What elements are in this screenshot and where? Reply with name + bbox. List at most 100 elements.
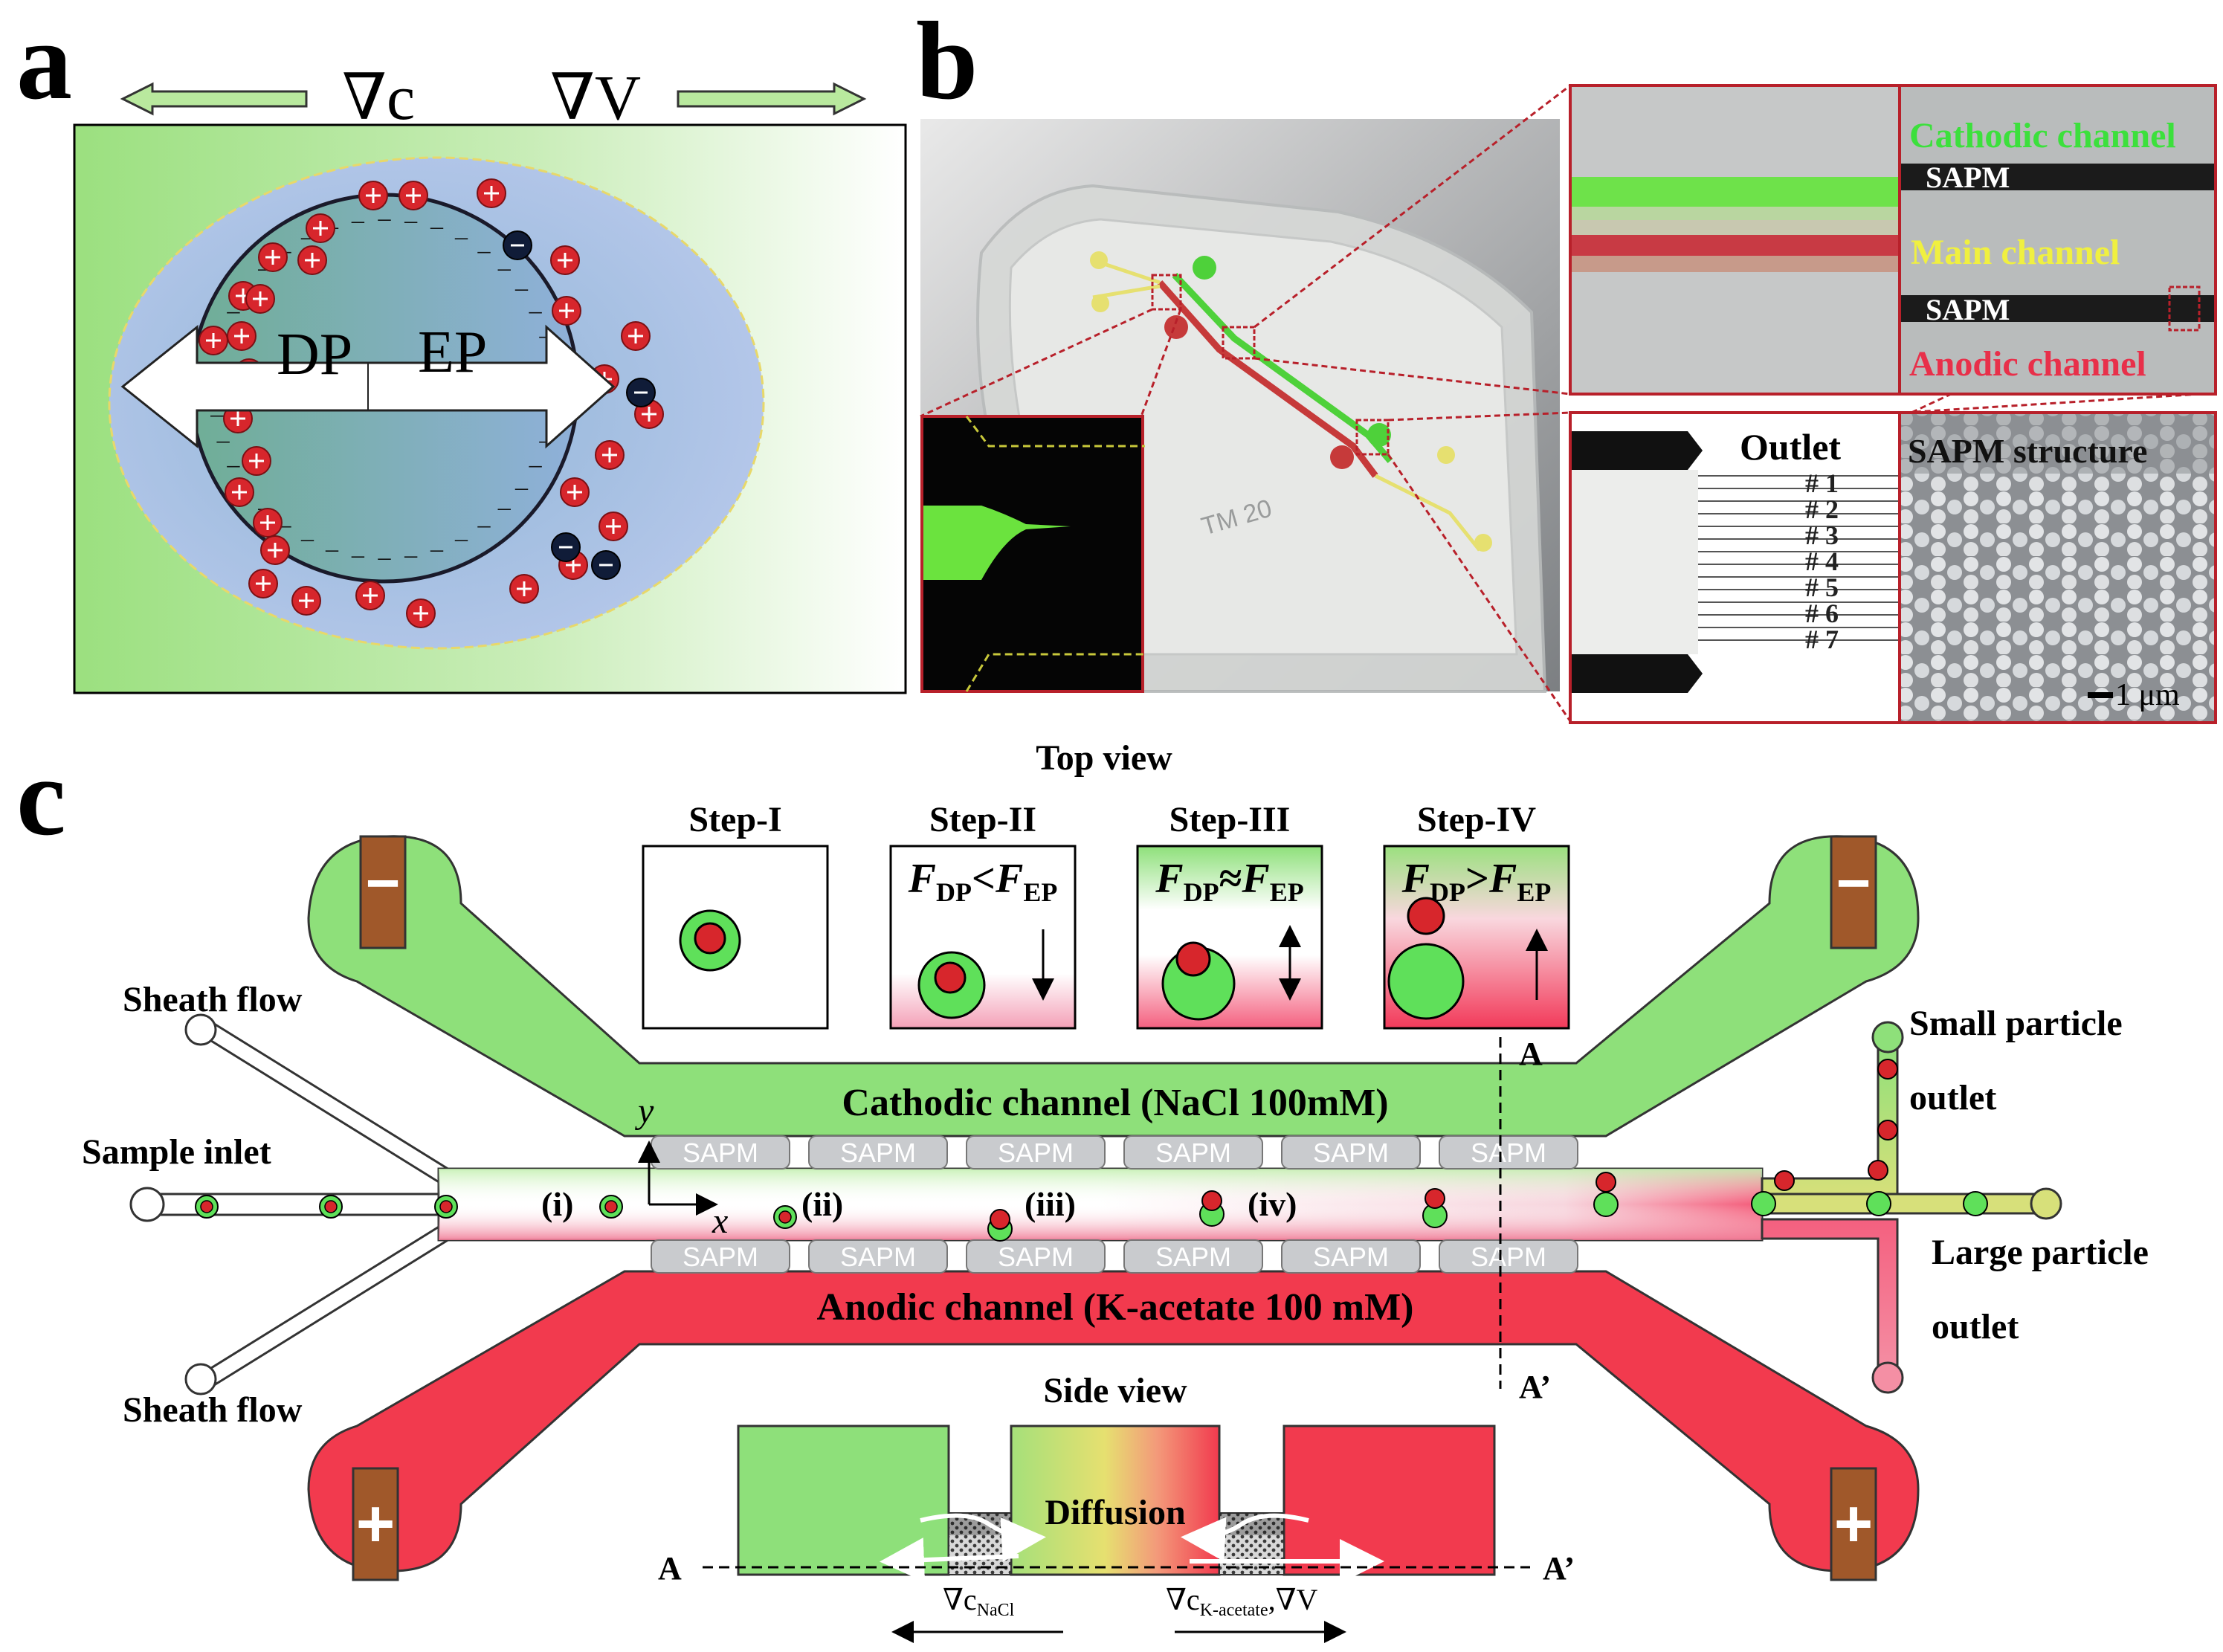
cation bbox=[227, 321, 256, 351]
svg-text:+: + bbox=[1834, 1487, 1874, 1561]
surface-charge-minus: – bbox=[378, 204, 392, 232]
cation bbox=[358, 181, 388, 210]
cathodic-channel-label: Cathodic channel (NaCl 100mM) bbox=[842, 1082, 1388, 1124]
small-particle bbox=[1201, 1190, 1222, 1211]
surface-charge-minus: – bbox=[497, 254, 512, 282]
svg-text:SAPM: SAPM bbox=[1155, 1242, 1231, 1272]
surface-charge-minus: – bbox=[226, 451, 240, 479]
large-particle bbox=[1751, 1191, 1776, 1216]
sapm-label-1: SAPM bbox=[1926, 161, 2010, 194]
stage-ii: (ii) bbox=[801, 1185, 843, 1223]
panel-a-letter: a bbox=[16, 0, 72, 123]
sheath-flow-bottom-label: Sheath flow bbox=[123, 1390, 303, 1430]
outlet-label: Outlet bbox=[1740, 426, 1841, 468]
section-a-top: A bbox=[1519, 1036, 1543, 1072]
zoom-box-3 bbox=[1355, 419, 1390, 456]
outlet-numbers: # 1# 2# 3# 4# 5# 6# 7 bbox=[1805, 468, 1839, 654]
inset-stream bbox=[923, 506, 1071, 580]
cation bbox=[306, 213, 335, 243]
step-label: Step-IV bbox=[1417, 800, 1536, 839]
cation bbox=[598, 512, 628, 541]
sapm-block: SAPM bbox=[808, 1239, 948, 1274]
force-relation: FDP≈FEP bbox=[1155, 856, 1303, 907]
outlet-lines bbox=[1698, 475, 1900, 641]
voltage-gradient-arrow bbox=[677, 82, 867, 116]
grad-kac-label: ∇cK-acetate,∇V bbox=[1166, 1583, 1318, 1620]
surface-charge-minus: – bbox=[514, 474, 529, 501]
cation bbox=[225, 477, 254, 507]
surface-charge-minus: – bbox=[529, 297, 543, 324]
svg-text:SAPM: SAPM bbox=[1313, 1138, 1389, 1168]
cation bbox=[258, 242, 288, 272]
step-label: Step-II bbox=[929, 800, 1036, 839]
outlet-number: # 1 bbox=[1805, 468, 1839, 498]
anodic-label: Anodic channel bbox=[1909, 344, 2146, 384]
anion bbox=[591, 550, 621, 580]
sapm-block: SAPM bbox=[1123, 1239, 1263, 1274]
surface-charge-minus: – bbox=[430, 213, 444, 240]
cation bbox=[248, 569, 278, 598]
anodic-channel-label: Anodic channel (K-acetate 100 mM) bbox=[817, 1286, 1414, 1329]
cation bbox=[621, 321, 651, 351]
zoom-box-4 bbox=[2168, 285, 2201, 332]
svg-text:SAPM: SAPM bbox=[998, 1242, 1074, 1272]
large-outlet-label-1: Large particle bbox=[1932, 1233, 2149, 1272]
zoom-box-1 bbox=[1151, 274, 1182, 311]
grad-c-label: ∇c bbox=[342, 62, 415, 133]
panel-b: b TM 20 bbox=[916, 0, 2217, 724]
small-particle bbox=[1425, 1188, 1445, 1209]
sapm-block: SAPM bbox=[651, 1135, 790, 1169]
svg-text:SAPM: SAPM bbox=[1155, 1138, 1231, 1168]
surface-charge-minus: – bbox=[351, 541, 365, 569]
sheath-flow-top-label: Sheath flow bbox=[123, 980, 303, 1019]
small-particle bbox=[1596, 1172, 1616, 1193]
surface-charge-minus: – bbox=[430, 535, 444, 563]
stage-iii: (iii) bbox=[1025, 1185, 1076, 1223]
large-particle bbox=[1963, 1191, 1988, 1216]
electrode-cathode-right: − bbox=[1830, 835, 1877, 949]
surface-charge-minus: – bbox=[454, 223, 468, 251]
outlet-number: # 3 bbox=[1805, 520, 1839, 550]
anodic-channel bbox=[307, 1270, 1920, 1572]
scale-label: 1 μm bbox=[2115, 678, 2180, 712]
svg-text:SAPM: SAPM bbox=[1313, 1242, 1389, 1272]
inlet-channels bbox=[129, 1013, 459, 1396]
stage-i: (i) bbox=[541, 1185, 573, 1223]
cation bbox=[552, 296, 581, 326]
outlet-number: # 6 bbox=[1805, 598, 1839, 628]
small-particle bbox=[1877, 1059, 1898, 1080]
step-label: Step-I bbox=[688, 800, 781, 839]
concentration-gradient-arrow bbox=[120, 82, 308, 116]
small-outlet-label-2: outlet bbox=[1909, 1078, 1996, 1117]
sapm-label-2: SAPM bbox=[1926, 293, 2010, 326]
svg-text:SAPM: SAPM bbox=[998, 1138, 1074, 1168]
grad-v-label: ∇V bbox=[550, 62, 641, 133]
large-particle bbox=[1593, 1192, 1619, 1217]
surface-charge-minus: – bbox=[300, 525, 314, 552]
inset-guide-lines bbox=[965, 416, 1145, 692]
sapm-block: SAPM bbox=[808, 1135, 948, 1169]
cation bbox=[477, 178, 506, 208]
svg-text:SAPM: SAPM bbox=[840, 1242, 916, 1272]
diffusion-label: Diffusion bbox=[1045, 1493, 1185, 1532]
anion bbox=[626, 378, 656, 407]
surface-charge-minus: – bbox=[497, 494, 512, 521]
inset-channel-labels bbox=[1898, 84, 2217, 396]
x-axis-label: x bbox=[712, 1201, 728, 1241]
outlet-number: # 5 bbox=[1805, 572, 1839, 602]
anion bbox=[551, 532, 581, 562]
surface-charge-minus: – bbox=[514, 274, 529, 302]
electrode-cathode-left: − bbox=[359, 835, 407, 949]
cation bbox=[242, 446, 271, 476]
surface-charge-minus: – bbox=[378, 543, 392, 571]
grad-nacl-label: ∇cNaCl bbox=[943, 1583, 1015, 1620]
dp-label: DP bbox=[277, 322, 352, 387]
ep-label: EP bbox=[418, 320, 487, 385]
outlet-number: # 7 bbox=[1805, 625, 1839, 654]
svg-text:−: − bbox=[1836, 850, 1871, 916]
svg-text:SAPM: SAPM bbox=[1471, 1242, 1546, 1272]
anion bbox=[503, 230, 532, 260]
cation bbox=[560, 477, 590, 507]
cation bbox=[291, 586, 321, 616]
